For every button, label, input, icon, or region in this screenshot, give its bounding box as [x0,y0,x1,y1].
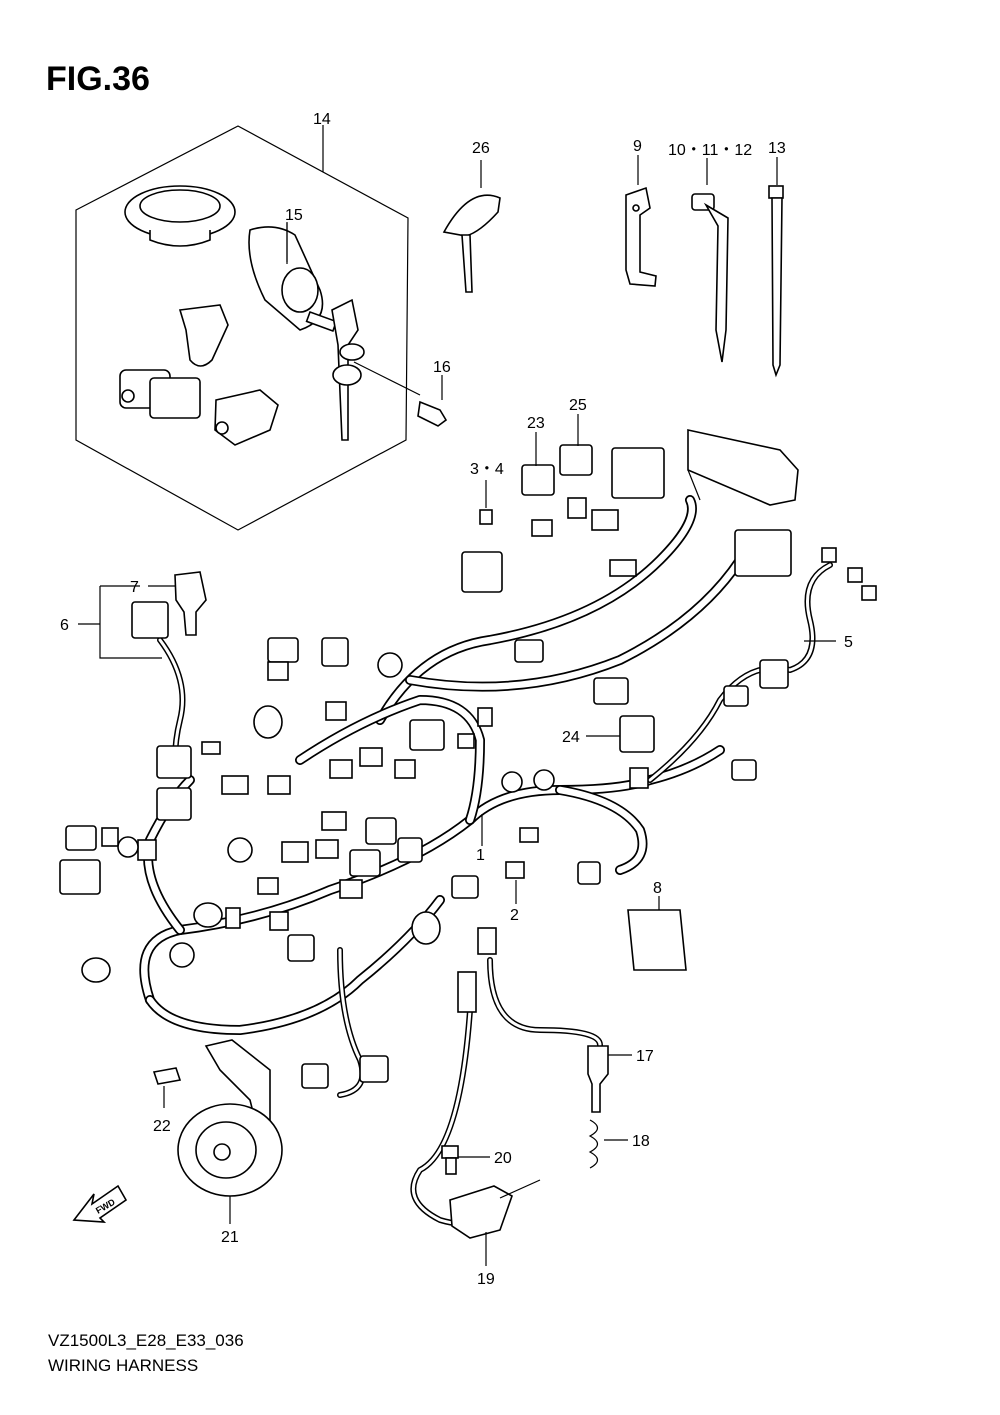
clamp-9 [625,155,657,287]
callout-20: 20 [494,1150,512,1167]
callout-19: 19 [477,1271,495,1288]
figure-title: FIG.36 [46,60,150,98]
cable-tie-13 [768,157,784,378]
callout-26: 26 [472,140,490,157]
callout-17: 17 [636,1048,654,1065]
callout-13: 13 [768,140,786,157]
callout-22: 22 [153,1118,171,1135]
callout-7: 7 [130,579,139,596]
clamp-10-11-12 [691,158,729,363]
callout-24: 24 [562,729,580,746]
callout-numbers: 14 15 26 9 10・11・12 13 16 23 25 3・4 7 6 … [60,111,853,1288]
callout-23: 23 [527,415,545,432]
callout-3-4: 3・4 [470,461,504,478]
callout-10-11-12: 10・11・12 [668,142,752,159]
bolt-16 [417,375,448,427]
callout-15: 15 [285,207,303,224]
callout-2: 2 [510,907,519,924]
horn-21 [177,1039,283,1197]
callout-6: 6 [60,617,69,634]
callout-14: 14 [313,111,331,128]
section-title: WIRING HARNESS [48,1356,199,1375]
main-harness [139,495,833,1227]
model-code: VZ1500L3_E28_E33_036 [48,1331,244,1350]
callout-5: 5 [844,634,853,651]
callout-8: 8 [653,880,662,897]
callout-16: 16 [433,359,451,376]
switch-19 [449,1179,541,1239]
ignition-switch-set [75,125,421,531]
key-blank [442,160,501,293]
callout-1: 1 [476,847,485,864]
callout-25: 25 [569,397,587,414]
switch-17 [587,1045,609,1169]
bolt-22 [152,1067,182,1108]
callout-9: 9 [633,138,642,155]
callout-leaders [78,222,836,1266]
callout-21: 21 [221,1229,239,1246]
bolt-20 [441,1145,459,1175]
connectors [59,429,877,1089]
fwd-arrow-icon [72,1184,128,1223]
callout-18: 18 [632,1133,650,1150]
